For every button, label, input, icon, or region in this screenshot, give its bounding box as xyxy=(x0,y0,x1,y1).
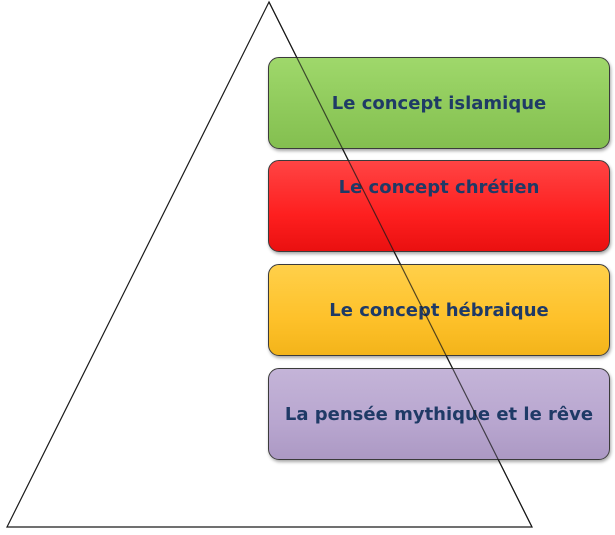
level-label-christian: Le concept chrétien xyxy=(338,177,540,198)
level-box-islamic: Le concept islamique xyxy=(268,57,610,149)
level-label-islamic: Le concept islamique xyxy=(331,92,547,114)
level-label-mythic: La pensée mythique et le rêve xyxy=(284,403,594,425)
level-box-mythic: La pensée mythique et le rêve xyxy=(268,368,610,460)
level-label-hebrew: Le concept hébraique xyxy=(329,299,549,321)
level-box-hebrew: Le concept hébraique xyxy=(268,264,610,356)
level-box-christian: Le concept chrétien xyxy=(268,160,610,252)
